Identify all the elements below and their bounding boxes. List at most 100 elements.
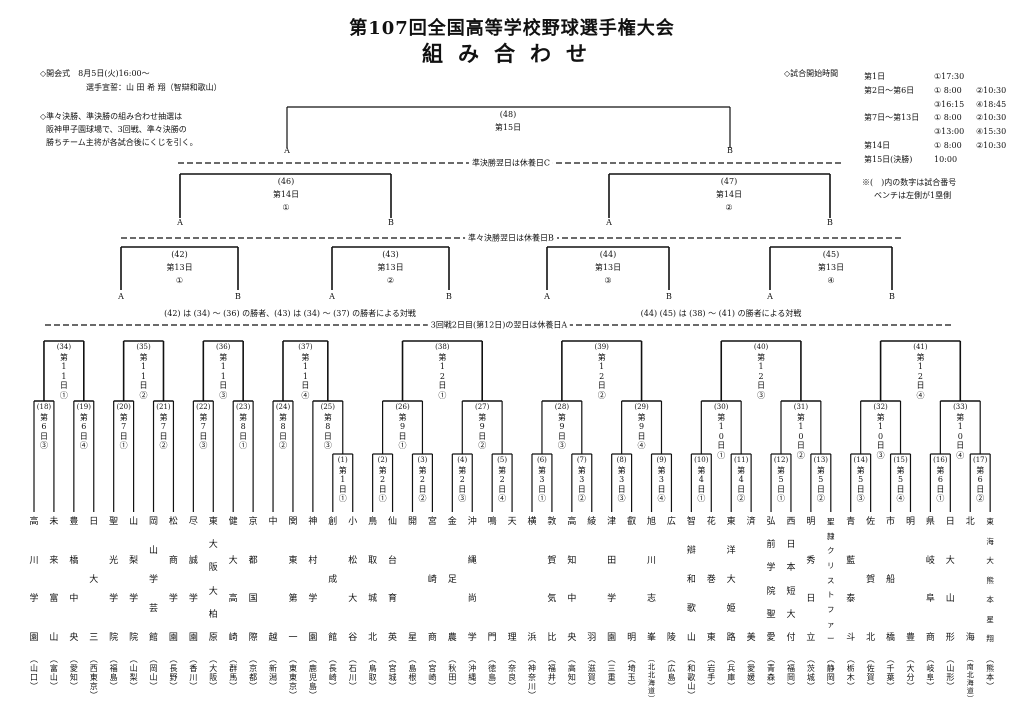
g46-number: (46) <box>277 177 295 186</box>
school-name: 岡山学芸館 <box>149 517 159 643</box>
g47-day: 第14日 <box>715 190 743 199</box>
rule-right: (44) (45) は (38) ～ (41) の勝者による対戦 <box>640 309 802 318</box>
prefecture: ︵岐阜︶ <box>926 655 935 691</box>
draw-note-3: 勝ちチーム主将が各試合後にくじを引く。 <box>46 138 198 147</box>
g44-a-label: A <box>544 292 550 301</box>
game-number: (11) <box>733 456 749 464</box>
g45-a-label: A <box>767 292 773 301</box>
prefecture: ︵福島︶ <box>109 655 118 691</box>
schedule-cell: 第1日 <box>864 72 886 81</box>
game-number: (2) <box>377 456 388 464</box>
game-number: (3) <box>417 456 428 464</box>
draw-note-1: ◇準々決勝、準決勝の組み合わせ抽選は <box>40 112 183 121</box>
g43-b-label: B <box>446 292 452 301</box>
prefecture: ︵宮崎︶ <box>428 655 437 691</box>
school-name: 東大阪大柏原 <box>208 517 218 643</box>
school-name: 敦賀気比 <box>547 517 557 643</box>
game-number: (24) <box>275 403 291 411</box>
g47-a-label: A <box>606 218 612 227</box>
game-number: (37) <box>298 343 313 351</box>
g47-number: (47) <box>720 177 738 186</box>
school-name: 高川学園 <box>29 517 39 643</box>
game-number: (20) <box>116 403 131 411</box>
schedule-cell: ②10:30 <box>976 140 1007 150</box>
page-subtitle: 組み合わせ <box>422 41 602 66</box>
game-day: 第1日① <box>338 465 347 504</box>
final-game-day: 第15日 <box>494 123 522 132</box>
prefecture: ︵秋田︶ <box>448 655 457 691</box>
g46-day: 第14日 <box>272 190 300 199</box>
prefecture: ︵宮城︶ <box>388 655 397 691</box>
g13-label: (13)第5日② <box>814 456 828 504</box>
start-time-label: ◇試合開始時間 <box>784 69 839 78</box>
final-b-label: B <box>727 146 733 155</box>
page-title: 第107回全国高等学校野球選手権大会 <box>349 18 675 39</box>
school-name: 横浜 <box>527 517 537 643</box>
game-number: (17) <box>973 456 988 464</box>
prefecture: ︵福井︶ <box>547 655 556 691</box>
school-name: 金足農 <box>447 517 457 643</box>
g42-number: (42) <box>171 250 188 259</box>
footnote-1: ※( )内の数字は試合番号 <box>862 178 957 187</box>
prefecture: ︵奈良︶ <box>508 655 517 691</box>
g44-b-label: B <box>666 292 672 301</box>
game-day: 第3日③ <box>617 465 626 504</box>
prefecture: ︵長野︶ <box>169 655 178 691</box>
schedule-cell: 第2日～第6日 <box>864 85 915 95</box>
g45-day: 第13日 <box>817 263 845 272</box>
school-name: 健大高崎 <box>228 517 238 643</box>
game-number: (5) <box>497 456 508 464</box>
school-name: 京都国際 <box>248 517 258 643</box>
prefecture: ︵沖縄︶ <box>468 655 477 691</box>
game-day: 第10日① <box>717 412 726 460</box>
school-name: 佐賀北 <box>866 517 876 643</box>
prefecture: ︵茨城︶ <box>806 655 815 691</box>
schedule-cell: ④18:45 <box>976 99 1007 109</box>
game-day: 第12日③ <box>757 352 766 400</box>
game-number: (28) <box>554 403 570 411</box>
game-number: (38) <box>435 343 450 351</box>
game-number: (35) <box>136 343 151 351</box>
schedule-cell: 第15日(決勝) <box>864 154 913 164</box>
g32-label: (32)第10日③ <box>873 403 888 461</box>
prefecture: ︵愛知︶ <box>69 655 78 691</box>
g45-number: (45) <box>822 250 840 259</box>
prefecture: ︵和歌山︶ <box>687 655 696 700</box>
school-name: 聖隷クリストファー <box>827 517 835 644</box>
game-day: 第5日② <box>816 465 825 504</box>
game-day: 第5日① <box>777 465 785 504</box>
prefecture: ︵大分︶ <box>906 655 915 691</box>
game-day: 第8日② <box>279 412 287 451</box>
g45-b-label: B <box>889 292 895 301</box>
g34-label: (34)第11日① <box>57 343 71 401</box>
schedule-cell: 第14日 <box>864 140 891 150</box>
game-day: 第12日④ <box>916 352 925 400</box>
game-number: (27) <box>475 403 490 411</box>
prefecture: ︵広島︶ <box>667 655 676 691</box>
school-name: 弘前学院聖愛 <box>766 517 776 643</box>
school-name: 天理 <box>507 517 517 643</box>
schedule-row: ③16:15 ④18:45 <box>864 98 1006 112</box>
game-number: (13) <box>813 456 829 464</box>
school-name: 未来富山 <box>49 517 59 643</box>
g43-slot: ② <box>386 276 395 285</box>
schedule-cell: ②10:30 <box>976 85 1007 95</box>
prefecture: ︵石川︶ <box>348 655 357 691</box>
schedule-cell: ②10:30 <box>976 113 1007 123</box>
school-name: 西日本短大付 <box>786 517 796 643</box>
game-day: 第12日① <box>438 352 447 400</box>
g18-label: (18)第6日③ <box>37 403 51 451</box>
schedule-cell: ③16:15 <box>934 99 965 109</box>
g24-label: (24)第8日② <box>276 403 290 451</box>
prefecture: ︵三重︶ <box>607 655 616 691</box>
prefecture: ︵富山︶ <box>49 655 58 691</box>
game-number: (30) <box>714 403 729 411</box>
school-name: 鳴門 <box>487 517 497 643</box>
schedule-cell: ①17:30 <box>934 72 965 81</box>
school-name: 県岐阜商 <box>925 517 935 643</box>
game-day: 第9日② <box>478 412 487 451</box>
game-number: (7) <box>576 456 587 464</box>
game-number: (36) <box>216 343 231 351</box>
